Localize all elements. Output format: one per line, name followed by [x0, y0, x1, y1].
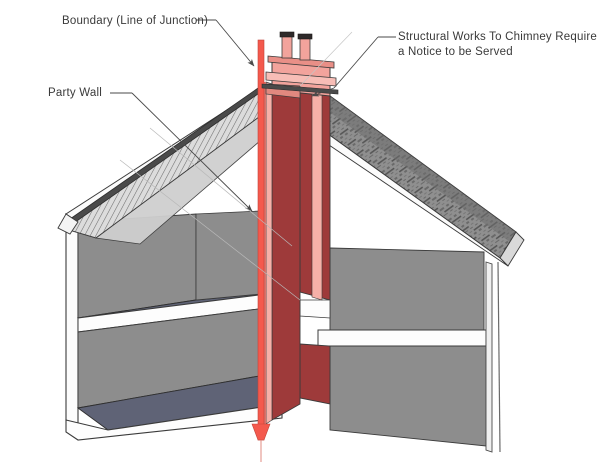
- chimney-notice-label: Structural Works To Chimney Require a No…: [398, 31, 597, 58]
- construction-line-a: [119, 159, 301, 301]
- party-wall-face: [271, 83, 301, 421]
- boundary-line-shaft: [257, 39, 265, 441]
- right-first-floor-band: [317, 329, 487, 347]
- chimney-leader-seg: [333, 36, 379, 89]
- chimney-breast-floor-break: [299, 299, 331, 319]
- party-wall-label: Party Wall: [48, 87, 102, 99]
- party-wall-reveal: [311, 91, 323, 301]
- chimney-breast-lower-face: [299, 343, 331, 405]
- chimney-pot-1: [281, 35, 293, 59]
- right-wall-outline: [497, 261, 501, 453]
- party-wall-inner-strip: [265, 81, 273, 425]
- boundary-label: Boundary (Line of Junction): [62, 15, 209, 27]
- right-roof-ridge-band: [296, 74, 516, 242]
- party-leader-arrow: [131, 92, 253, 212]
- left-eaves: [57, 213, 79, 235]
- right-property: [317, 247, 501, 453]
- boundary-line: [251, 39, 271, 462]
- chimney-cap-slab: [267, 55, 335, 69]
- right-rear-wall-upper: [329, 247, 485, 331]
- leader-lines: [110, 19, 396, 301]
- chimney-leader-arrow: [311, 87, 335, 97]
- left-outer-wall: [65, 212, 79, 428]
- chimney-pot-2: [299, 37, 311, 61]
- right-outer-wall-edge: [485, 261, 493, 453]
- boundary-line-base: [251, 423, 271, 441]
- chimney-stack: [261, 31, 339, 99]
- right-rear-wall-lower: [329, 345, 487, 447]
- construction-line-c: [299, 31, 353, 87]
- boundary-leader-arrow: [215, 19, 255, 67]
- chimney-pot-1-cap: [279, 31, 295, 38]
- construction-line-b: [149, 127, 293, 247]
- chimney-pot-2-cap: [297, 33, 313, 40]
- ground-slab: [65, 403, 283, 441]
